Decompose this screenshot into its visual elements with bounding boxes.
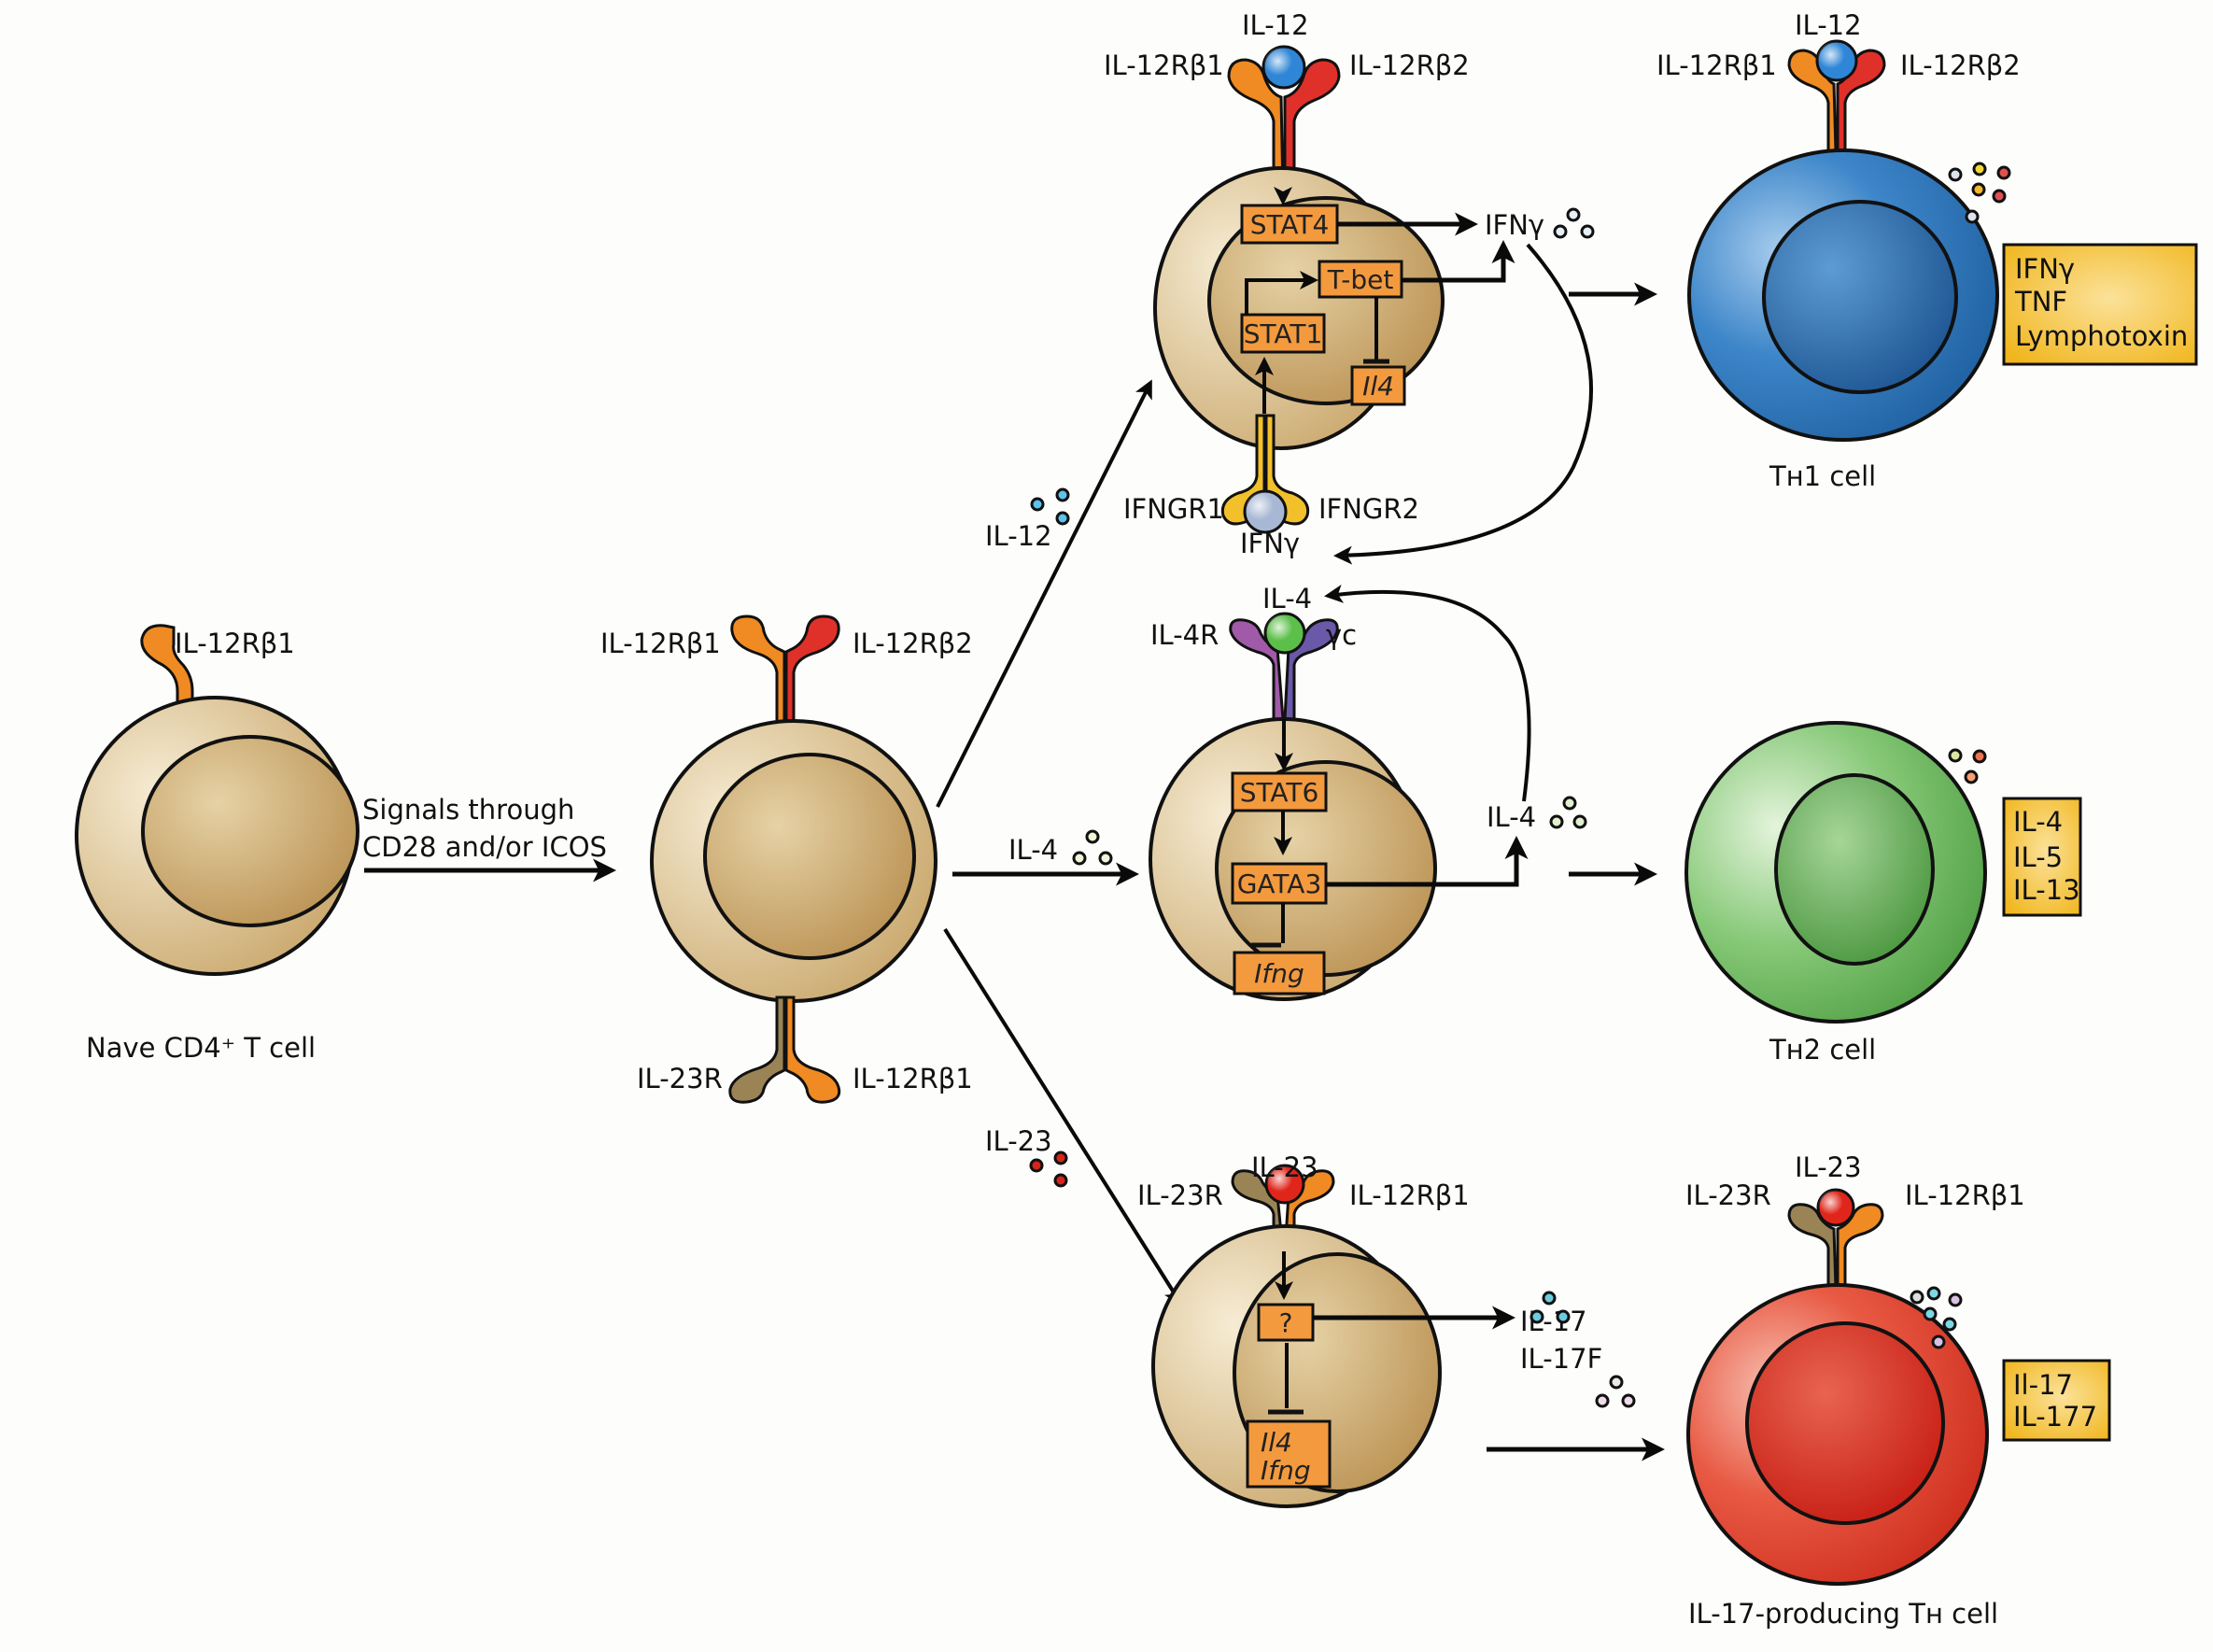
th17-cytokine-dots xyxy=(1910,1286,1963,1349)
il4-cytokine-dots xyxy=(1072,829,1113,866)
il4-secreted-label: IL-4 xyxy=(1487,801,1536,833)
il12-receptor-complex xyxy=(1227,45,1341,193)
tf-box-stat6 xyxy=(1231,771,1328,812)
th17-ligand-label: IL-23 xyxy=(1795,1151,1862,1183)
th17-il23-receptor xyxy=(1787,1188,1884,1291)
th1-output-box xyxy=(2002,243,2198,366)
gene-il4-label: Il4 xyxy=(1362,371,1394,402)
th2-output-il4: IL-4 xyxy=(2013,806,2063,838)
naive-cell: IL-12Rβ1 Nave CD4⁺ T cell xyxy=(75,624,359,1064)
il4-secreted-dots xyxy=(1549,796,1587,829)
th1-precursor-ligand-label: IL-12 xyxy=(1242,9,1309,41)
th2-precursor-receptor-right-label: γc xyxy=(1326,619,1357,651)
th2-output-il5: IL-5 xyxy=(2013,841,2063,873)
th1-cell: IFNγ TNF Lymphotoxin IL-12 IL-12Rβ1 IL-1… xyxy=(1656,9,2198,492)
gene-box-il4-ifng xyxy=(1246,1419,1332,1489)
tf-gata3-label: GATA3 xyxy=(1237,868,1322,899)
activated-top-right-label: IL-12Rβ2 xyxy=(853,628,973,659)
th1-il12-receptor xyxy=(1787,39,1886,153)
th2-cytokine-dots xyxy=(1948,748,1987,784)
activated-cell: IL-12Rβ1 IL-12Rβ2 IL-23R IL-12Rβ1 xyxy=(600,614,973,1104)
th17-cell-label: IL-17-producing Tʜ cell xyxy=(1688,1598,1998,1630)
arrow-to-th1-precursor xyxy=(936,379,1152,808)
tf-box-tbet xyxy=(1318,260,1403,299)
th17-receptor-right-label: IL-12Rβ1 xyxy=(1905,1179,2025,1211)
th17-precursor-ligand-label: IL-23 xyxy=(1251,1151,1318,1183)
naive-receptor-label: IL-12Rβ1 xyxy=(175,628,295,659)
il4-feedback-arrow xyxy=(1324,585,1531,802)
gene-ifng-label-th17: Ifng xyxy=(1261,1455,1311,1486)
il23-cytokine-dots xyxy=(1029,1151,1068,1188)
th1-cell-label: Tʜ1 cell xyxy=(1769,460,1876,492)
th17-precursor-receptor-left-label: IL-23R xyxy=(1137,1179,1223,1211)
th17-precursor-receptor-right-label: IL-12Rβ1 xyxy=(1349,1179,1470,1211)
th1-precursor-cell: STAT4 T-bet STAT1 Il4 IFNγ IL-12 IL-12Rβ… xyxy=(1104,9,1595,565)
ifng-secreted-label: IFNγ xyxy=(1485,209,1544,241)
ifng-feedback-arrow xyxy=(1333,243,1594,565)
gene-ifng-label: Ifng xyxy=(1254,958,1304,989)
th17-output-box xyxy=(2002,1359,2111,1442)
th1-cytokine-dots xyxy=(1948,162,2011,224)
tf-unknown-label: ? xyxy=(1279,1307,1293,1338)
il23-arrow-label: IL-23 xyxy=(985,1125,1052,1157)
th2-cell: IL-4 IL-5 IL-13 Tʜ2 cell xyxy=(1684,721,2082,1066)
tf-stat4-label: STAT4 xyxy=(1250,209,1330,240)
th2-precursor-ligand-label: IL-4 xyxy=(1262,583,1312,614)
activated-bottom-left-label: IL-23R xyxy=(637,1063,723,1094)
il4-arrow-label: IL-4 xyxy=(1008,834,1058,866)
th2-precursor-cell: STAT6 GATA3 Ifng IL-4 IL-4 IL-4R γc xyxy=(1149,583,1587,1001)
gene-box-il4 xyxy=(1350,365,1406,406)
th17-receptor-left-label: IL-23R xyxy=(1685,1179,1771,1211)
il17f-secreted-label: IL-17F xyxy=(1520,1343,1602,1375)
tf-stat6-label: STAT6 xyxy=(1240,777,1319,808)
th1-precursor-receptor-right-label: IL-12Rβ2 xyxy=(1349,49,1470,81)
th2-precursor-receptor-left-label: IL-4R xyxy=(1150,619,1219,651)
tf-stat1-label: STAT1 xyxy=(1244,318,1323,349)
th1-output-lymphotoxin: Lymphotoxin xyxy=(2015,320,2188,352)
ifngr2-label: IFNGR2 xyxy=(1318,493,1419,525)
tf-box-unknown xyxy=(1257,1303,1315,1342)
tf-box-stat1 xyxy=(1240,313,1326,354)
il17-secreted-label: IL-17 xyxy=(1520,1306,1587,1337)
il23-receptor-complex xyxy=(1231,1164,1335,1253)
activated-top-left-label: IL-12Rβ1 xyxy=(600,628,721,659)
th17-cell: Il-17 IL-177 IL-23 IL-23R IL-12Rβ1 IL-17… xyxy=(1685,1151,2111,1630)
th1-precursor-receptor-left-label: IL-12Rβ1 xyxy=(1104,49,1224,81)
gene-box-ifng xyxy=(1233,951,1326,995)
ifngr1-label: IFNGR1 xyxy=(1123,493,1224,525)
th1-receptor-left-label: IL-12Rβ1 xyxy=(1656,49,1777,81)
th1-output-tnf: TNF xyxy=(2014,286,2067,318)
il12-cytokine-dots xyxy=(1030,487,1070,526)
activated-bottom-right-label: IL-12Rβ1 xyxy=(853,1063,973,1094)
il12-receptor-top xyxy=(730,614,840,740)
th17-precursor-cell: ? Il4 Ifng IL-17 IL-17F IL-23 IL-23R IL-… xyxy=(1137,1151,1636,1508)
th1-ligand-label: IL-12 xyxy=(1795,9,1862,41)
th2-output-box xyxy=(2002,797,2082,917)
il4-receptor-complex xyxy=(1229,612,1339,721)
ifng-bottom-label: IFNγ xyxy=(1240,528,1300,559)
tf-tbet-label: T-bet xyxy=(1327,264,1394,295)
signals-label-line2: CD28 and/or ICOS xyxy=(362,831,607,863)
th1-output-ifng: IFNγ xyxy=(2015,253,2075,285)
th2-output-il13: IL-13 xyxy=(2013,874,2080,906)
signals-label-line1: Signals through xyxy=(362,794,574,826)
th2-cell-label: Tʜ2 cell xyxy=(1769,1034,1876,1066)
th17-output-il17: Il-17 xyxy=(2013,1369,2073,1401)
tf-box-stat4 xyxy=(1240,204,1339,245)
ifngr-receptor-complex xyxy=(1220,414,1310,534)
ifng-cytokine-dots xyxy=(1553,207,1595,239)
arrow-to-th17-precursor xyxy=(943,927,1183,1306)
gene-il4-label-th17: Il4 xyxy=(1261,1427,1292,1458)
naive-cell-label: Nave CD4⁺ T cell xyxy=(86,1032,316,1064)
il12-arrow-label: IL-12 xyxy=(985,520,1052,552)
th17-output-il17f: IL-177 xyxy=(2013,1401,2097,1433)
il17-secreted-dots xyxy=(1529,1291,1636,1408)
th1-receptor-right-label: IL-12Rβ2 xyxy=(1900,49,2021,81)
il23-receptor-bottom xyxy=(728,995,841,1104)
